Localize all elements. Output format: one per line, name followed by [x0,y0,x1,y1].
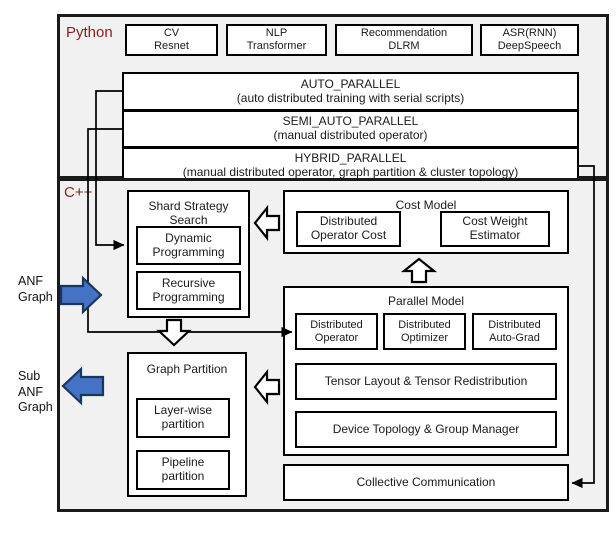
parallel-model-item-distributed-operator: Distributed Operator [295,313,378,350]
cost-model-item-distributed-operator-cost: Distributed Operator Cost [296,211,401,247]
mode-title: HYBRID_PARALLEL [294,151,407,166]
item-line1: Recursive [161,275,216,290]
item-line2: Estimator [469,228,521,242]
mode-subtitle: (auto distributed training with serial s… [236,90,465,105]
item-line1: Pipeline [161,455,205,470]
item-line1: Distributed [488,318,541,331]
model-box-line2: DLRM [388,40,420,52]
output-sub-anf-graph-label: Sub ANF Graph [18,369,53,416]
mode-title: SEMI_AUTO_PARALLEL [282,114,419,129]
item-line2: partition [161,469,205,483]
parallel-model-item-distributed-optimizer: Distributed Optimizer [383,313,466,350]
item-line1: Distributed [398,318,451,331]
item-line1: Distributed [319,214,378,229]
title-line1: Shard Strategy [148,199,229,213]
shard-item-dynamic-programming: Dynamic Programming [136,226,241,265]
model-box-asr-deepspeech: ASR(RNN) DeepSpeech [480,24,579,56]
model-box-cv-resnet: CV Resnet [125,24,218,56]
item-line2: Programming [152,289,225,304]
title-line2: Search [169,213,208,227]
graph-partition-item-layer-wise: Layer-wise partition [136,398,230,438]
model-box-nlp-transformer: NLP Transformer [226,24,327,56]
item-line2: Auto-Grad [489,331,540,344]
input-anf-graph-label: ANF Graph [18,274,53,305]
shard-item-recursive-programming: Recursive Programming [136,271,241,310]
parallel-model-title: Parallel Model [387,294,465,308]
graph-partition-title: Graph Partition [146,362,228,376]
model-box-line2: Transformer [246,40,307,52]
item-line1: Dynamic [165,230,212,245]
item-line2: Programming [152,244,225,259]
cost-model-title: Cost Model [395,198,457,212]
item-line2: Operator [314,331,359,344]
python-layer-label: Python [66,24,113,41]
item-line2: Optimizer [400,331,449,344]
collective-communication-box: Collective Communication [283,464,569,501]
parallel-model-item-device-topology-group-manager: Device Topology & Group Manager [295,411,557,448]
graph-partition-item-pipeline: Pipeline partition [136,450,230,490]
cpp-layer-label: C++ [64,184,93,201]
parallel-model-item-tensor-layout-redistribution: Tensor Layout & Tensor Redistribution [295,363,557,400]
model-box-recommendation-dlrm: Recommendation DLRM [335,24,473,56]
item-line2: Operator Cost [310,228,387,242]
shard-strategy-search-title: Shard Strategy Search [129,199,248,227]
label-line2: Graph [18,289,53,304]
model-box-line1: NLP [265,27,288,40]
model-box-line2: DeepSpeech [497,40,562,52]
label-line1: ANF [18,274,43,288]
model-box-line1: Recommendation [360,27,448,40]
label-line1: Sub [18,369,41,383]
item-line1: Distributed [310,318,363,331]
model-box-line2: Resnet [154,40,189,52]
mode-title: AUTO_PARALLEL [300,76,401,91]
parallel-model-item-distributed-auto-grad: Distributed Auto-Grad [472,313,557,350]
mode-box-auto-parallel: AUTO_PARALLEL (auto distributed training… [122,72,579,111]
cost-model-item-cost-weight-estimator: Cost Weight Estimator [440,211,550,247]
label-line2: ANF [18,384,43,399]
mode-box-semi-auto-parallel: SEMI_AUTO_PARALLEL (manual distributed o… [122,110,579,148]
model-box-line1: ASR(RNN) [502,27,557,40]
item-line2: partition [161,417,205,431]
label-line3: Graph [18,400,53,415]
mode-subtitle: (manual distributed operator) [273,128,428,142]
item-line1: Cost Weight [462,214,528,229]
model-box-line1: CV [163,27,180,40]
item-line1: Layer-wise [153,403,213,418]
